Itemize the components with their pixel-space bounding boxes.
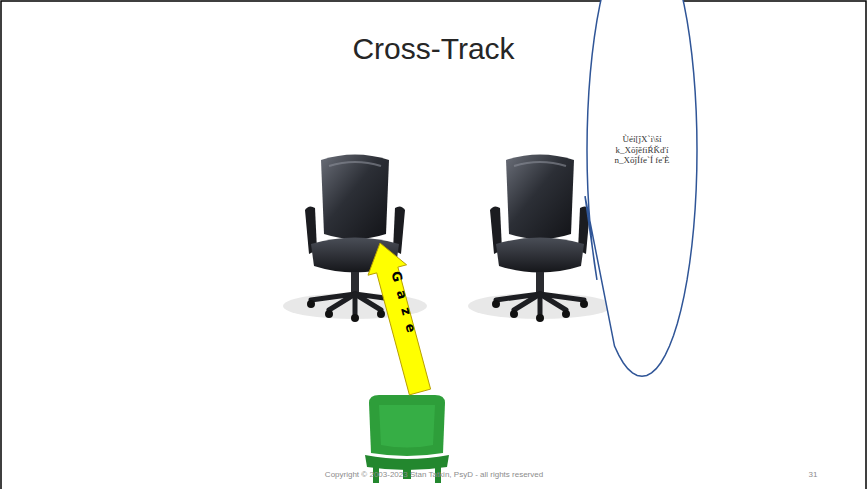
slide-number: 31 [809,470,818,479]
bubble-outline [586,0,698,377]
gaze-arrow [368,243,431,395]
bubble-text: Ùéí[ĵX`i\ŝí k_XŏĵěfiŔǨďí n_XŏĵÍfe`Í fe'È [607,134,677,166]
slide-title: Cross-Track [0,32,867,66]
speech-bubble: Ùéí[ĵX`i\ŝí k_XŏĵěfiŔǨďí n_XŏĵÍfe`Í fe'È [586,0,698,377]
copyright-note: Copyright © 2003-2023 Stan Tatkin, PsyD … [325,470,543,479]
